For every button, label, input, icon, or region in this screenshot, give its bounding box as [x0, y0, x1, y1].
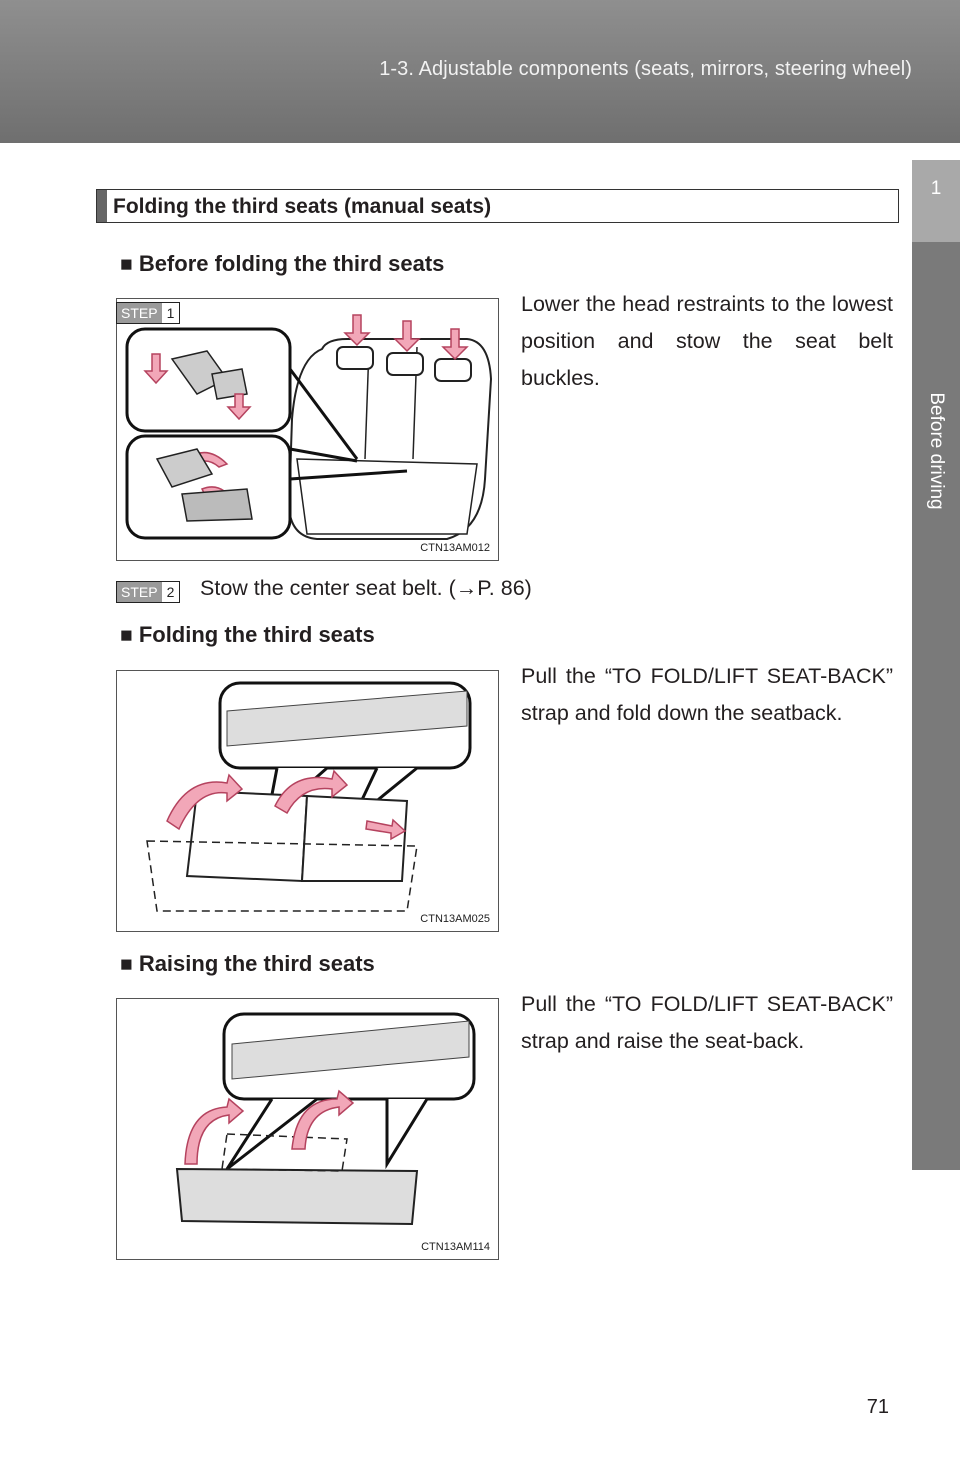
side-tab-active — [912, 160, 960, 242]
section-title-box: Folding the third seats (manual seats) — [96, 189, 899, 223]
page-number: 71 — [866, 1396, 889, 1418]
step-word: STEP — [117, 303, 162, 323]
subheading-text: Folding the third seats — [138, 622, 375, 647]
step-word: STEP — [117, 582, 162, 602]
subheading-text: Before folding the third seats — [138, 251, 445, 276]
subheading-before-folding: ■ Before folding the third seats — [120, 251, 444, 277]
seat-illustration-3 — [175, 1012, 476, 1226]
step2-text: Stow the center seat belt. (→P. 86) — [200, 576, 532, 600]
subheading-text: Raising the third seats — [138, 951, 375, 976]
bullet-square: ■ — [120, 253, 133, 276]
raising-text: Pull the “TO FOLD/LIFT SEAT-BACK” strap … — [521, 992, 893, 1053]
section-title: Folding the third seats (manual seats) — [113, 195, 492, 218]
step-number: 1 — [161, 303, 180, 323]
figure-folding: CTN13AM025 — [116, 670, 499, 932]
seat-illustration-2 — [146, 681, 472, 912]
chapter-title: 1-3. Adjustable components (seats, mirro… — [379, 58, 912, 80]
side-tab-strip — [912, 160, 960, 1170]
page-header: 1-3. Adjustable components (seats, mirro… — [0, 0, 960, 143]
seat-illustration-1 — [125, 314, 493, 540]
step-number: 2 — [161, 582, 180, 602]
figure-code: CTN13AM012 — [420, 542, 490, 554]
figure-raising: CTN13AM114 — [116, 998, 499, 1260]
bullet-square: ■ — [120, 953, 133, 976]
subheading-folding: ■ Folding the third seats — [120, 622, 375, 648]
side-tab-number: 1 — [930, 178, 942, 199]
subheading-raising: ■ Raising the third seats — [120, 951, 375, 977]
figure-code: CTN13AM025 — [420, 913, 490, 925]
step1-text: Lower the head restraints to the lowest … — [521, 292, 893, 390]
bullet-square: ■ — [120, 624, 133, 647]
figure-head-restraints: CTN13AM012 — [116, 298, 499, 561]
folding-text: Pull the “TO FOLD/LIFT SEAT-BACK” strap … — [521, 664, 893, 725]
figure-code: CTN13AM114 — [421, 1241, 490, 1253]
side-tab-label: Before driving — [926, 392, 947, 510]
